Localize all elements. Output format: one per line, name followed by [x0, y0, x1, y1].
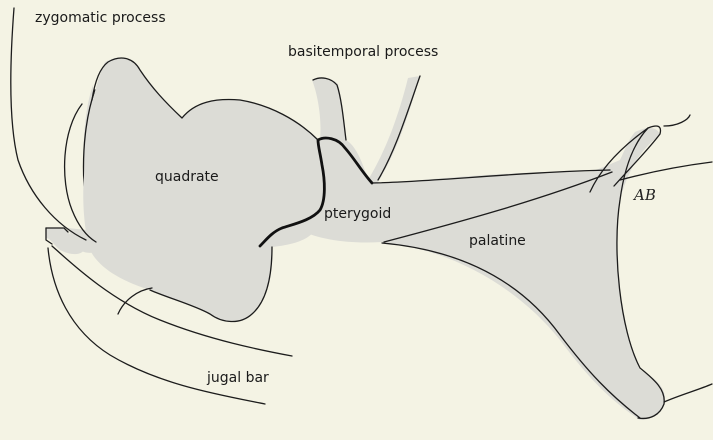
palatine-shape [382, 128, 665, 420]
label-basitemporal-process: basitemporal process [288, 45, 438, 59]
quadrate-shape [83, 57, 321, 321]
palatine-right-edge [664, 384, 712, 402]
artist-signature: AB [634, 188, 656, 203]
label-palatine: palatine [469, 234, 526, 248]
skull-wall-line [11, 8, 86, 240]
label-pterygoid: pterygoid [324, 207, 391, 221]
label-zygomatic-process: zygomatic process [35, 11, 166, 25]
palatine-side-edge [664, 115, 690, 126]
label-quadrate: quadrate [155, 170, 219, 184]
label-jugal-bar: jugal bar [207, 371, 269, 385]
